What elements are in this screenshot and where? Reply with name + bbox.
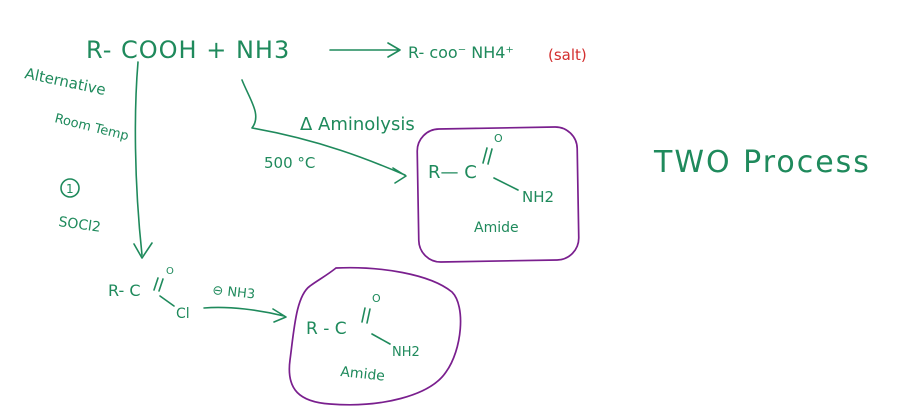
nh3-reagent-label: ⊖ NH3 (212, 283, 256, 302)
alternative-arrow (133, 61, 153, 259)
amide-top-nh2: NH2 (522, 188, 554, 206)
acid-chloride-single-bond (159, 295, 175, 307)
step-circle (60, 178, 80, 198)
amide-bottom-oxygen: O (372, 292, 381, 305)
salt-product-text: R- coo⁻ NH4⁺ (408, 43, 514, 62)
room-temp-label: Room Temp (53, 111, 130, 144)
amide-bottom-box (288, 266, 462, 406)
side-note: TWO Process (653, 145, 871, 180)
socl2-label: SOCl2 (57, 214, 101, 236)
aminolysis-label: Δ Aminolysis (300, 114, 415, 135)
reaction-arrow (329, 42, 401, 58)
amide-top-single-bond (493, 177, 519, 191)
aminolysis-curve (241, 79, 407, 184)
amide-top-box (416, 126, 580, 263)
acid-chloride-oxygen: O (166, 266, 174, 277)
alternative-label: Alternative (23, 64, 107, 99)
salt-label: (salt) (548, 46, 587, 64)
amide-top-oxygen: O (494, 132, 503, 145)
acid-chloride-cl: Cl (176, 306, 190, 322)
amide-bottom-double-bond (361, 307, 371, 324)
temperature-label: 500 °C (264, 154, 315, 172)
amide-bottom-r-c: R - C (306, 319, 347, 339)
amide-bottom-nh2: NH2 (392, 345, 420, 360)
nh3-arrow (203, 306, 287, 323)
amide-top-double-bond (482, 147, 493, 165)
amide-top-label: Amide (474, 220, 519, 236)
amide-bottom-label: Amide (340, 364, 386, 385)
amide-bottom-single-bond (371, 333, 391, 345)
acid-chloride-r-c: R- C (108, 281, 141, 300)
acid-chloride-double-bond (153, 277, 164, 292)
amide-top-r-c: R— C (428, 162, 477, 183)
reactants-text: R- COOH + NH3 (86, 36, 290, 64)
step-number: 1 (66, 182, 74, 196)
